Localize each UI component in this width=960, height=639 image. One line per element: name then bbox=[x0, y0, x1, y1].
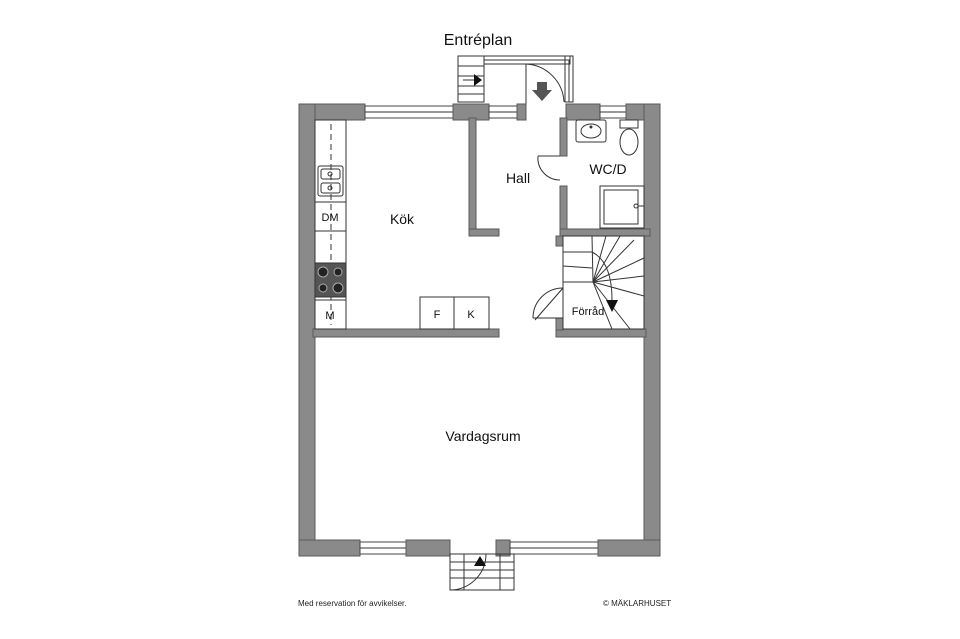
dishwasher bbox=[314, 201, 347, 232]
fridge-freezer bbox=[419, 296, 490, 330]
room-label-living: Vardagsrum bbox=[445, 428, 520, 444]
patio-door bbox=[449, 553, 487, 591]
fridge-label: F bbox=[434, 309, 441, 321]
sink-icon bbox=[317, 165, 344, 197]
outer-walls bbox=[298, 103, 661, 557]
storage-door bbox=[532, 287, 564, 321]
patio-arrow-icon bbox=[474, 556, 486, 566]
staircase bbox=[562, 235, 645, 330]
wc-fixtures bbox=[575, 119, 645, 229]
toilet-icon bbox=[619, 119, 639, 156]
kitchen-counter: DM M bbox=[314, 119, 347, 330]
shower-icon bbox=[599, 185, 645, 229]
stove-icon bbox=[314, 262, 347, 298]
dishwasher-label: DM bbox=[321, 212, 338, 224]
interior-walls bbox=[312, 117, 651, 338]
room-label-storage: Förråd bbox=[572, 306, 604, 318]
room-label-hall: Hall bbox=[506, 170, 530, 186]
hall-door bbox=[537, 155, 561, 181]
room-label-wc: WC/D bbox=[589, 161, 626, 177]
microwave-label: M bbox=[325, 310, 334, 322]
entrance-arrow-icon bbox=[532, 82, 552, 101]
footer-disclaimer: Med reservation för avvikelser. bbox=[298, 599, 407, 608]
freezer-label: K bbox=[467, 309, 475, 321]
entrance-door bbox=[525, 63, 565, 104]
microwave bbox=[314, 299, 347, 330]
room-label-kitchen: Kök bbox=[390, 211, 415, 227]
washbasin-icon bbox=[575, 119, 607, 143]
plan-title: Entréplan bbox=[444, 32, 513, 49]
stair-arrow-icon bbox=[606, 300, 618, 312]
footer-copyright: © MÄKLARHUSET bbox=[603, 599, 672, 608]
